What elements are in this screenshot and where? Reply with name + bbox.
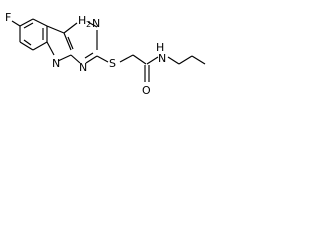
side-chain <box>96 54 206 82</box>
bond <box>19 41 34 51</box>
fluorine-label: F <box>5 11 11 24</box>
carbonyl-oxygen-label: O <box>142 84 151 97</box>
bond <box>87 21 98 28</box>
bond <box>57 54 72 62</box>
amide-n-label: N <box>158 52 166 65</box>
bond <box>85 55 98 64</box>
ring-nh-n-label: N <box>92 17 100 30</box>
bond <box>32 18 48 27</box>
bond <box>70 54 81 64</box>
pyrrole-ring <box>46 25 74 62</box>
bond <box>119 54 134 63</box>
molecule-diagram: F H 2 N N N N S O H N <box>0 0 212 107</box>
ring-nh-subscript: 2 <box>86 20 91 29</box>
benzene-ring <box>19 18 48 51</box>
bond <box>11 20 21 27</box>
bond <box>46 25 65 34</box>
bond <box>19 18 34 27</box>
structure-svg: F H 2 N N N N S O H N <box>5 11 206 97</box>
bond <box>167 56 180 65</box>
bond <box>84 52 94 59</box>
triazine-ring <box>63 21 98 64</box>
bond <box>23 39 32 46</box>
amide-h-label: H <box>156 41 164 54</box>
bond <box>23 22 34 29</box>
bond <box>63 32 72 51</box>
bond <box>63 22 78 34</box>
ring-nh-h-label: H <box>78 14 86 27</box>
bond <box>32 41 48 51</box>
bond <box>132 54 147 65</box>
sulfur-label: S <box>109 57 116 70</box>
bond <box>146 56 159 65</box>
bond <box>67 36 74 50</box>
bond <box>191 55 206 65</box>
triazine-n-left-label: N <box>52 57 60 70</box>
bond <box>96 55 109 63</box>
bond <box>178 55 193 65</box>
bond <box>46 41 55 56</box>
triazine-n-bottom-label: N <box>79 61 87 74</box>
